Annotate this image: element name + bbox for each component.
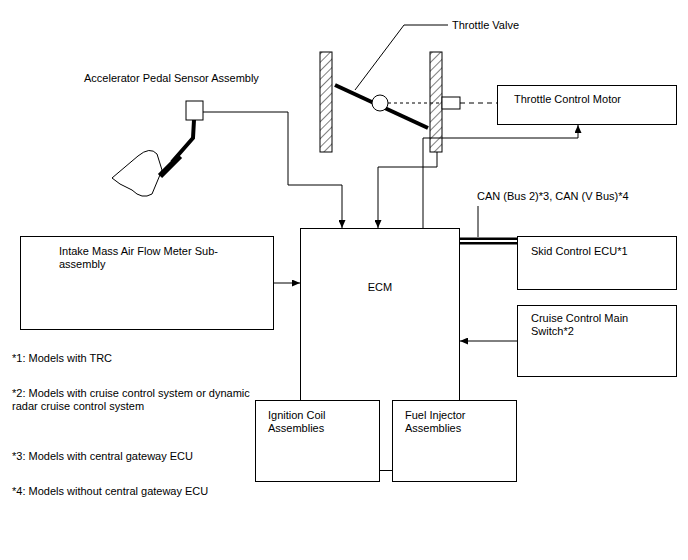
shaft-link bbox=[388, 103, 442, 104]
connector-arrow bbox=[274, 283, 300, 284]
connector-arrow bbox=[460, 341, 517, 342]
footnote: *1: Models with TRC bbox=[12, 352, 112, 365]
throttle-body-wall bbox=[320, 52, 332, 152]
actuator-box: Fuel Injector Assemblies bbox=[392, 400, 517, 482]
footnote: *3: Models with central gateway ECU bbox=[12, 450, 193, 463]
valve-shaft bbox=[372, 95, 388, 111]
connector-arrow bbox=[423, 125, 578, 228]
part-name: Throttle Valve bbox=[452, 19, 519, 32]
motor-link bbox=[460, 103, 497, 104]
leader-line bbox=[478, 206, 479, 237]
box-label: Intake Mass Air Flow Meter Sub-assembly bbox=[59, 245, 219, 271]
pedal-arm bbox=[172, 120, 194, 162]
part-name: Accelerator Pedal Sensor Assembly bbox=[84, 72, 259, 85]
throttle-valve-plate bbox=[335, 85, 428, 128]
ecu-box: Skid Control ECU*1 bbox=[517, 236, 677, 290]
throttle-body-wall bbox=[430, 52, 442, 152]
foot bbox=[112, 150, 162, 196]
leader-line bbox=[355, 25, 448, 90]
signal-line bbox=[203, 112, 342, 228]
sensor-box: Intake Mass Air Flow Meter Sub-assembly bbox=[20, 236, 274, 330]
box-label: Throttle Control Motor bbox=[514, 93, 666, 106]
switch-box: Cruise Control Main Switch*2 bbox=[517, 305, 677, 377]
pedal-pad bbox=[160, 156, 180, 176]
box-label: Ignition Coil Assemblies bbox=[268, 409, 358, 435]
actuator-box: Ignition Coil Assemblies bbox=[255, 400, 380, 482]
box-label: Fuel Injector Assemblies bbox=[405, 409, 495, 435]
footnote: *2: Models with cruise control system or… bbox=[12, 387, 262, 413]
box-label: Skid Control ECU*1 bbox=[531, 245, 668, 258]
can-bus-core bbox=[460, 240, 517, 242]
bus-label: CAN (Bus 2)*3, CAN (V Bus)*4 bbox=[475, 190, 631, 203]
throttle-sensor bbox=[442, 97, 460, 109]
box-label: Cruise Control Main Switch*2 bbox=[531, 312, 649, 338]
pedal-sensor bbox=[186, 101, 203, 120]
can-bus-line bbox=[460, 238, 517, 245]
signal-line bbox=[378, 152, 437, 228]
component-box: Throttle Control Motor bbox=[497, 85, 677, 125]
box-label: ECM bbox=[307, 281, 453, 294]
footnote: *4: Models without central gateway ECU bbox=[12, 485, 208, 498]
